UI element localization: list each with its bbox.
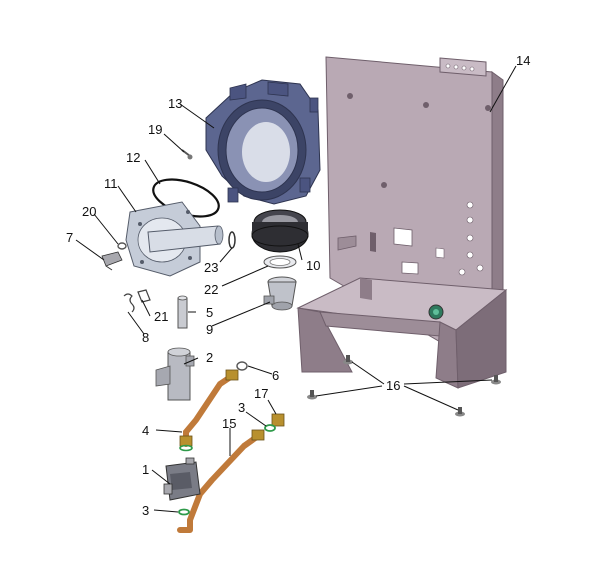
callout-3-lower: 3: [142, 503, 149, 518]
callout-5: 5: [206, 305, 213, 320]
washer-part-22: [263, 255, 297, 269]
base-front-left-leg: [297, 307, 353, 373]
fitting-part-17: [271, 413, 285, 427]
oring-part-3-lower: [178, 508, 190, 516]
callout-16: 16: [386, 378, 400, 393]
oring-part-23: [228, 231, 236, 249]
frame-base-stand: [296, 277, 508, 417]
electrode-part-7: [101, 251, 123, 271]
spring-part-8: [123, 293, 135, 313]
callout-7: 7: [66, 230, 73, 245]
callout-14: 14: [516, 53, 530, 68]
base-side-panel: [455, 288, 507, 389]
callout-3-upper: 3: [238, 400, 245, 415]
callout-23: 23: [204, 260, 218, 275]
callout-10: 10: [306, 258, 320, 273]
callout-15: 15: [222, 416, 236, 431]
callout-1: 1: [142, 462, 149, 477]
callout-12: 12: [126, 150, 140, 165]
oring-part-3-upper: [264, 424, 276, 432]
pin-part-5: [177, 295, 188, 329]
callout-4: 4: [142, 423, 149, 438]
callout-2: 2: [206, 350, 213, 365]
callout-11: 11: [104, 176, 118, 191]
callout-labels: 14 13 19 12 11 20 7 23 10 22 21 5 8 9 2 …: [66, 53, 530, 518]
callout-19: 19: [148, 122, 162, 137]
callout-13: 13: [168, 96, 182, 111]
callout-22: 22: [204, 282, 218, 297]
heat-exchanger-part-13: [205, 79, 321, 205]
callout-20: 20: [82, 204, 96, 219]
base-right-leg: [435, 321, 459, 389]
fan-ring-part-10: [251, 209, 309, 253]
burner-door-part-11: [125, 201, 224, 277]
callout-9: 9: [206, 322, 213, 337]
ring-part-20: [117, 242, 127, 250]
callout-6: 6: [272, 368, 279, 383]
venturi-part-9: [263, 276, 297, 311]
callout-21: 21: [154, 309, 168, 324]
gas-valve-part-1: [163, 457, 201, 501]
callout-17: 17: [254, 386, 268, 401]
clip-part-21: [137, 289, 151, 303]
callout-8: 8: [142, 330, 149, 345]
oring-part-6: [236, 361, 248, 371]
copper-pipe-part-4: [179, 369, 239, 452]
valve-body-part-2: [155, 347, 195, 401]
leader-lines: [75, 65, 517, 513]
